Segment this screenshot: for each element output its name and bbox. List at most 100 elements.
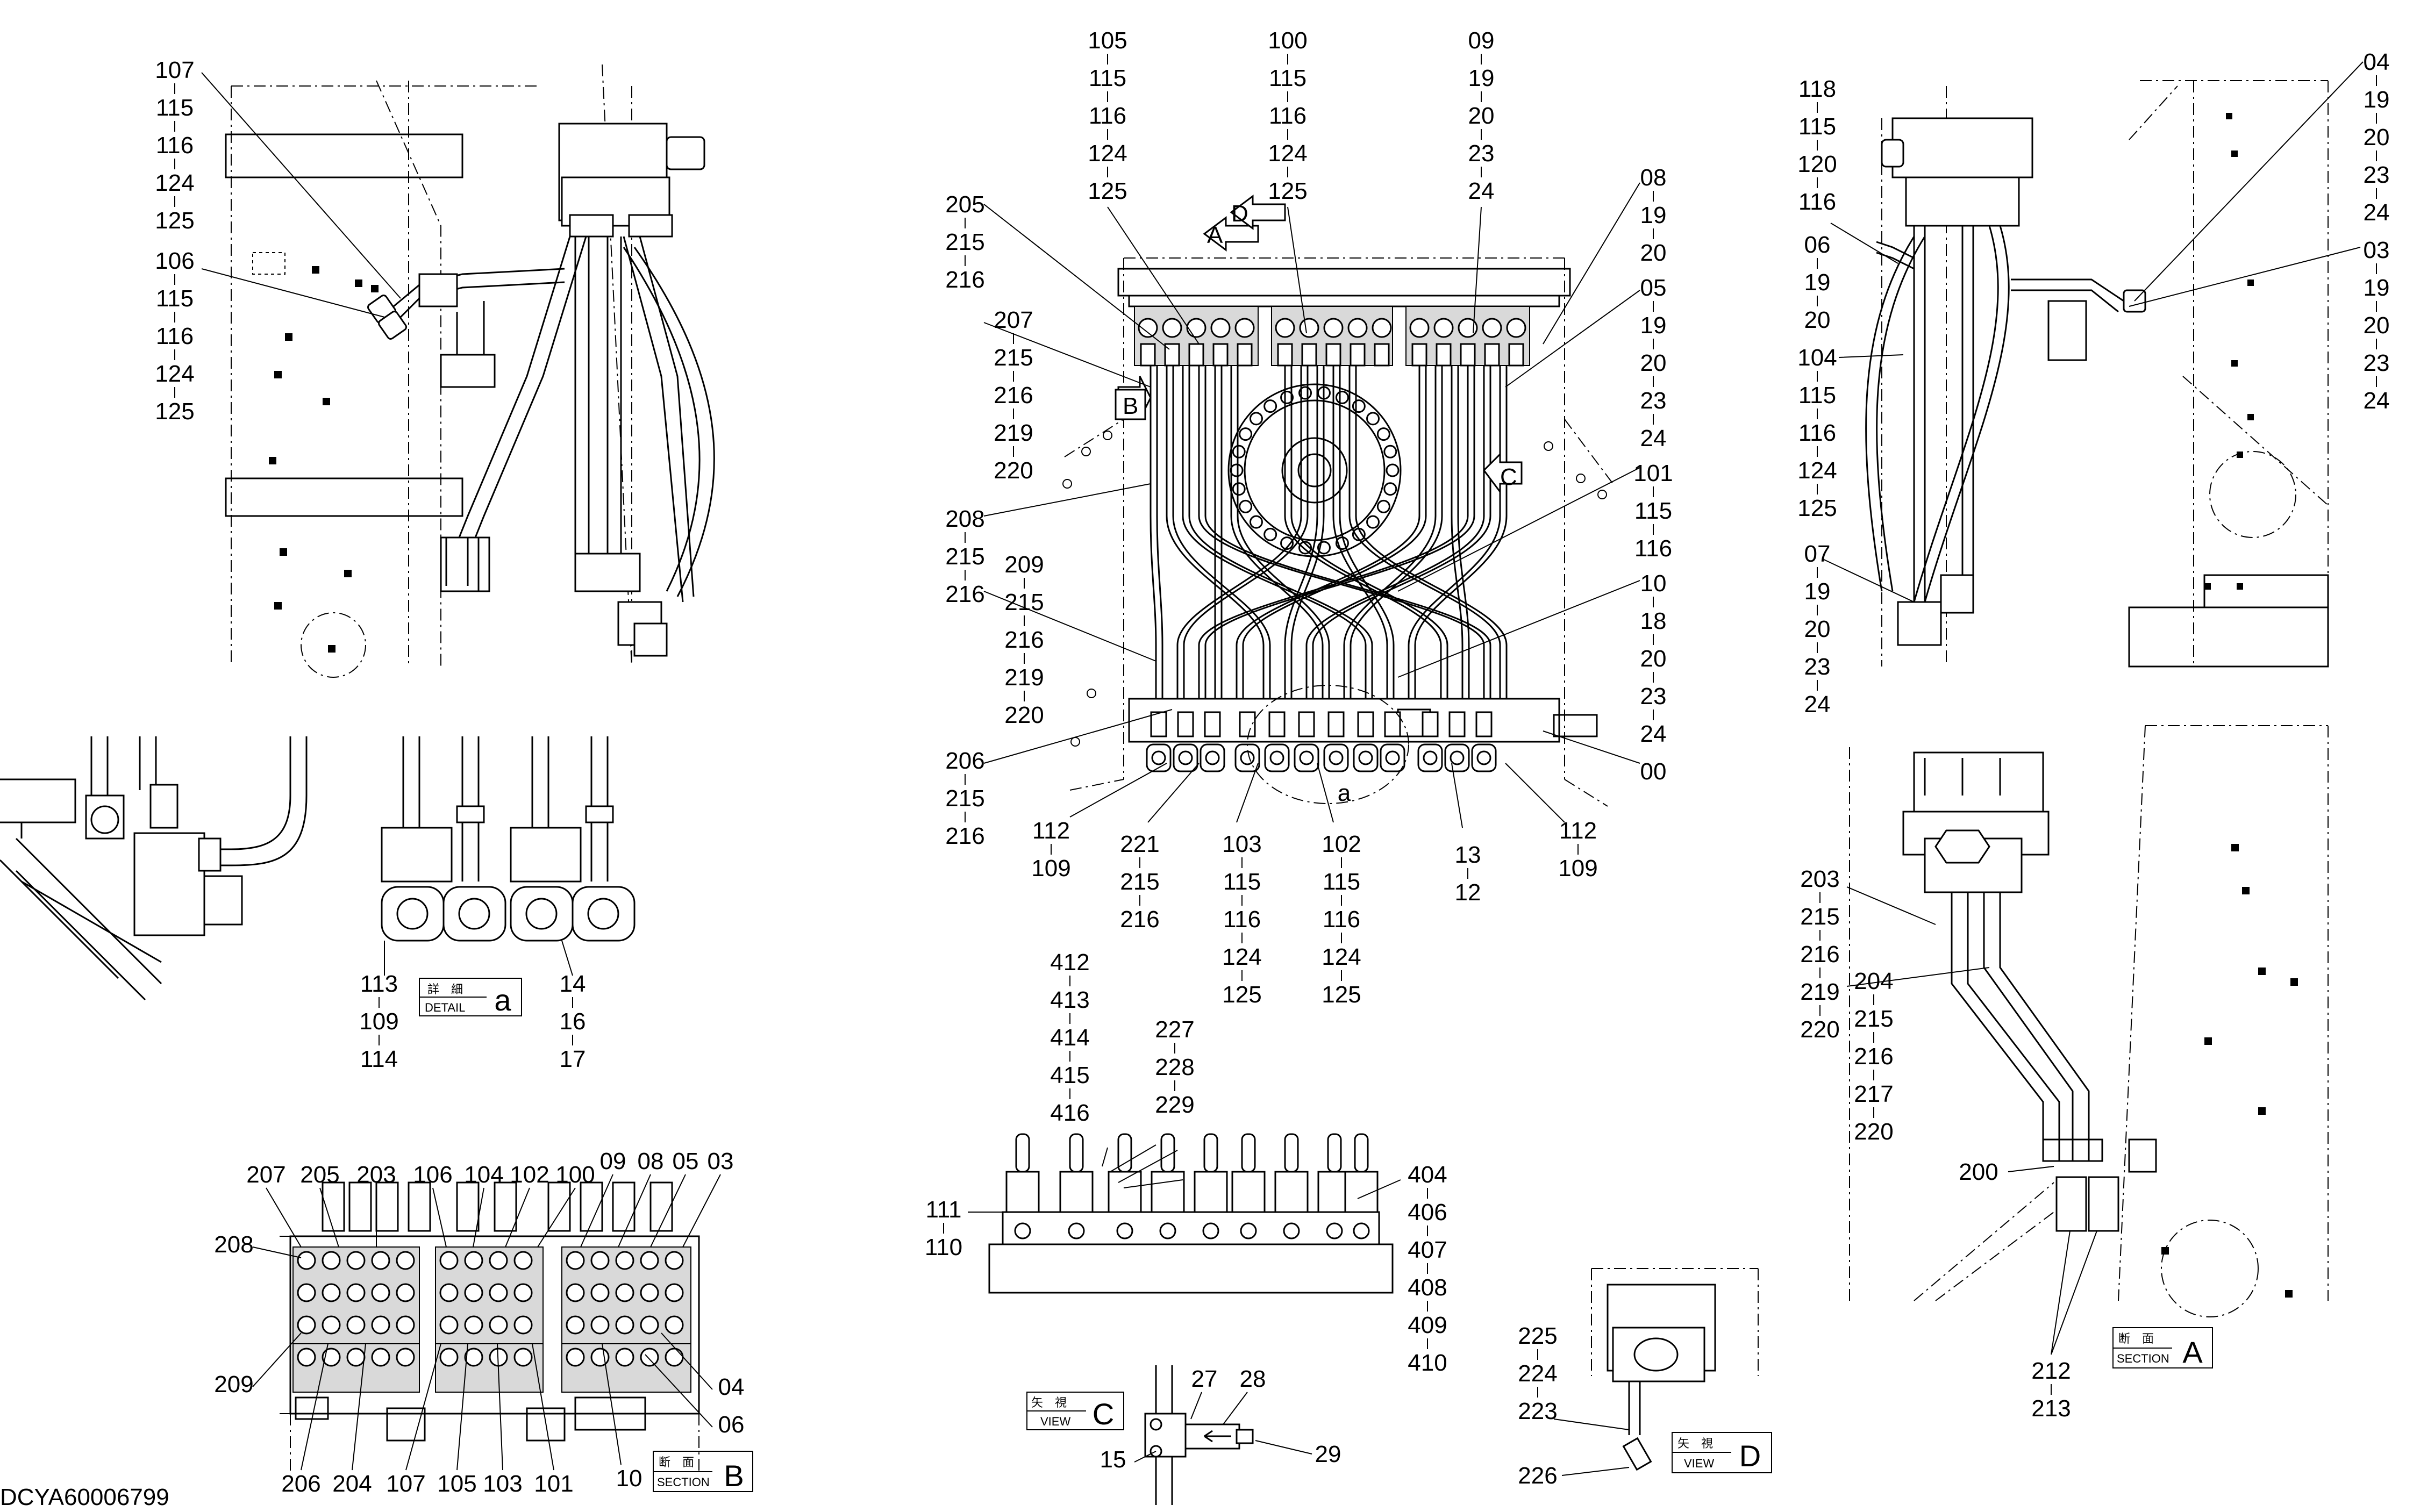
part-label: 124: [1322, 944, 1361, 970]
flange-bore: [1178, 750, 1193, 765]
part-label: 24: [1640, 425, 1667, 452]
part-label: 16: [560, 1008, 586, 1035]
part-label: 115: [1223, 869, 1261, 895]
part-label: 116: [1269, 103, 1307, 129]
part-label: 107: [155, 57, 194, 83]
part-label: 115: [1798, 113, 1836, 140]
label-stack-208: 208 215 216: [945, 506, 984, 607]
part-label: 20: [2364, 124, 2390, 151]
valve-stem: [1436, 343, 1452, 367]
part-label: 03: [2364, 237, 2390, 263]
flange-bore: [1329, 750, 1344, 765]
valve-port: [1116, 1222, 1133, 1239]
arrow-letter: A: [1207, 222, 1223, 248]
valve-bolt: [615, 1251, 634, 1270]
hose: [1290, 366, 1325, 699]
label-stack-04: 04 19 20 23 24: [2364, 49, 2390, 226]
valve-stem: [1188, 343, 1204, 367]
clamp: [1475, 711, 1493, 737]
valve-bolt: [297, 1251, 316, 1270]
tag-section-a: 断 面 SECTION A: [2112, 1327, 2213, 1369]
valve-bolt: [346, 1348, 366, 1367]
part-label: 115: [1323, 869, 1360, 895]
section-a-view: [1846, 725, 2329, 1355]
part-label: 215: [945, 229, 984, 255]
part-label: 116: [1089, 103, 1126, 129]
part-label: 407: [1408, 1237, 1447, 1263]
part-label: 19: [1640, 312, 1667, 339]
ring-bolt: [1386, 463, 1400, 477]
flange-bore: [1240, 750, 1255, 765]
part-label: 20: [1640, 240, 1667, 266]
part-label: 207: [994, 307, 1033, 333]
valve-bolt: [439, 1251, 459, 1270]
ring-bolt: [1280, 536, 1294, 550]
valve-cap: [1372, 318, 1392, 338]
hose: [1332, 366, 1388, 699]
valve-bolt: [346, 1283, 366, 1302]
valve-bolt: [371, 1251, 390, 1270]
tag-letter: B: [724, 1459, 744, 1493]
valve-bolt: [371, 1348, 390, 1367]
valve-cap: [1323, 318, 1344, 338]
part-label: 412: [1050, 949, 1089, 976]
part-label: 110: [925, 1234, 962, 1260]
label-stack-09: 09 19 20 23 24: [1468, 27, 1495, 204]
tag-jp: 矢 視: [1677, 1437, 1713, 1450]
tag-en: SECTION: [657, 1475, 710, 1489]
valve-bolt: [396, 1315, 415, 1335]
top-left-view: [201, 64, 715, 678]
tag-view-c: 矢 視 VIEW C: [1026, 1392, 1124, 1431]
flange-bore: [1151, 750, 1166, 765]
part-label: 116: [156, 132, 194, 159]
label-stack-225: 225 224 223 226: [1518, 1323, 1557, 1489]
clamp: [1327, 711, 1345, 737]
part-label: 111: [926, 1196, 962, 1223]
part-label: 24: [1804, 691, 1831, 718]
part-label: 206: [281, 1471, 320, 1497]
part-label: 04: [718, 1374, 745, 1400]
valve-port: [1159, 1222, 1176, 1239]
valve-rod: [1241, 1133, 1256, 1173]
tag-en: VIEW: [1040, 1415, 1070, 1428]
detail-a-marker: a: [1338, 780, 1351, 806]
part-label: 219: [994, 420, 1033, 446]
ring-bolt: [1249, 412, 1263, 426]
valve-port: [1353, 1222, 1370, 1239]
valve-rod: [1069, 1133, 1084, 1173]
section-b-view: [280, 1181, 700, 1473]
valve-bolt: [297, 1348, 316, 1367]
flange-row-bottom: [1146, 711, 1497, 772]
label-stack-03: 03 19 20 23 24: [2364, 237, 2390, 414]
part-label: 115: [1634, 498, 1672, 524]
flange-bore: [1450, 750, 1465, 765]
clamp: [1177, 711, 1194, 737]
part-label: 104: [1797, 345, 1837, 371]
valve-bolt: [297, 1315, 316, 1335]
flange: [1471, 743, 1497, 772]
label-stack-203: 203 215 216 219 220: [1800, 866, 1839, 1043]
label-stack-08: 08 19 20: [1640, 164, 1667, 266]
valve-stem: [1350, 343, 1366, 367]
valve-bolt: [439, 1283, 459, 1302]
part-label: 124: [155, 170, 194, 196]
flange-bore: [1358, 750, 1373, 765]
label-stack-412: 412 413 414 415 416: [1050, 949, 1089, 1126]
part-label: 206: [945, 748, 984, 774]
part-label: 115: [1269, 65, 1307, 91]
label-stack-101: 101 115 116: [1633, 460, 1673, 562]
valve-bolt: [371, 1315, 390, 1335]
part-label: 416: [1050, 1100, 1089, 1126]
valve-bolt: [346, 1315, 366, 1335]
valve-bolt: [665, 1315, 684, 1335]
valve-bolt: [566, 1251, 585, 1270]
tag-jp: 詳 細: [427, 983, 463, 996]
valve-bolt: [322, 1251, 341, 1270]
valve-bolt: [640, 1315, 659, 1335]
part-label: 227: [1155, 1016, 1194, 1043]
part-label: 29: [1315, 1441, 1341, 1467]
valve-stem: [1508, 343, 1524, 367]
label-stack-105: 105 115 116 124 125: [1088, 27, 1127, 204]
valve-cap: [1275, 318, 1295, 338]
flange: [1353, 743, 1379, 772]
